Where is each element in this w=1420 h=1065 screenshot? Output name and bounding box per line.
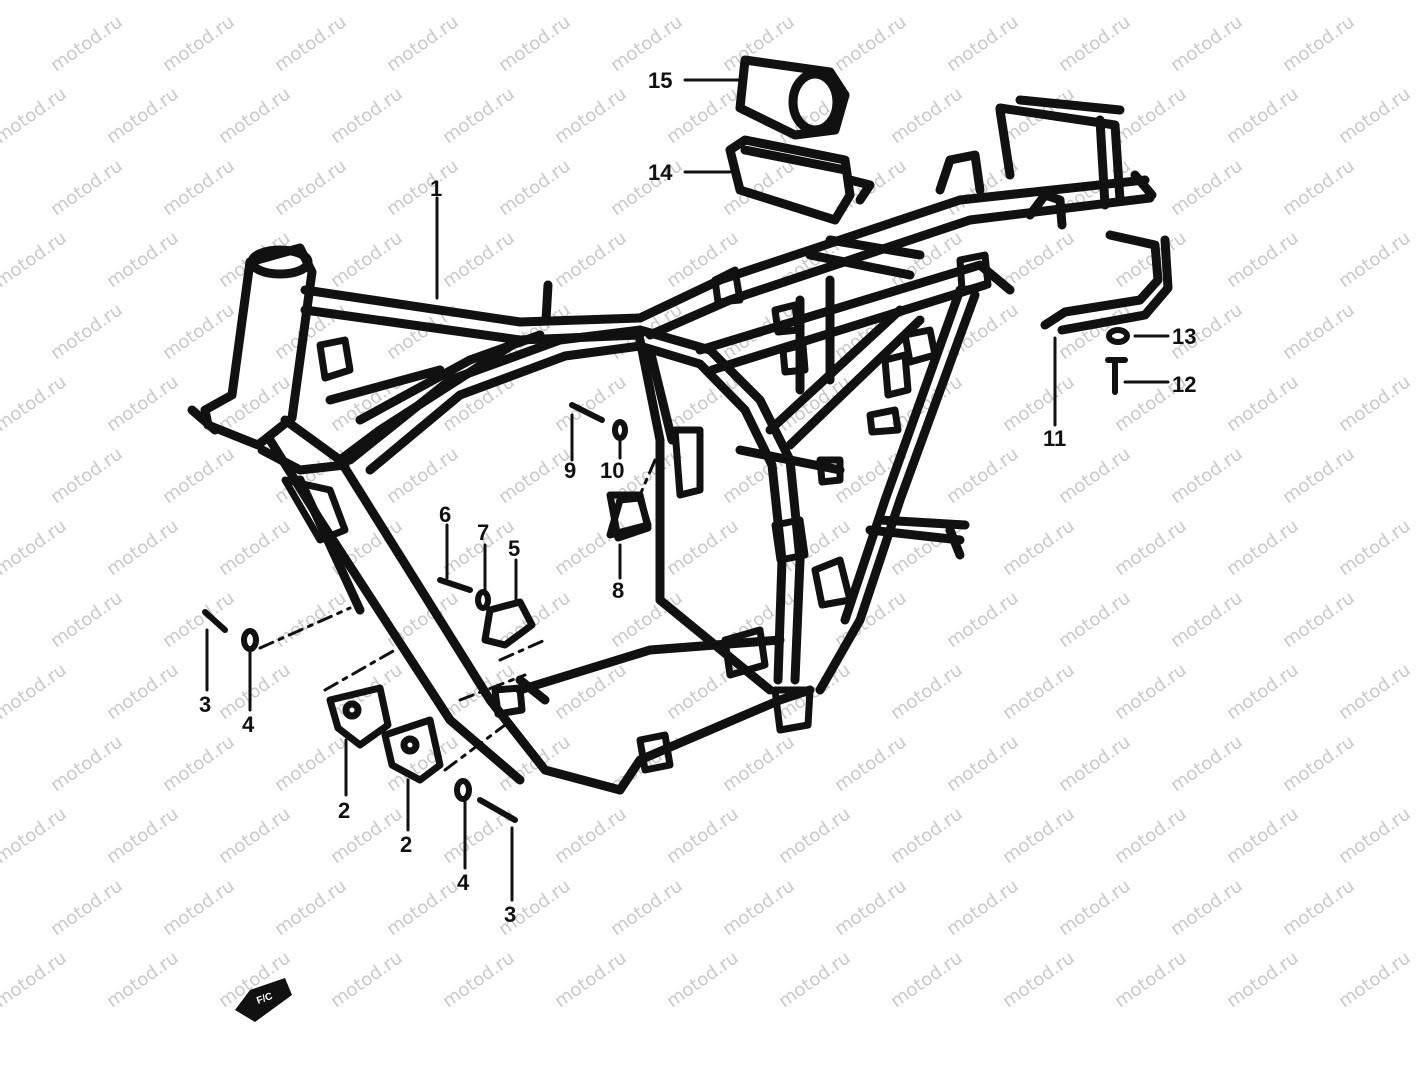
callout-1: 1 [430, 176, 442, 201]
callout-15: 15 [648, 68, 672, 93]
callout-2a: 2 [338, 798, 350, 823]
small-brackets [481, 494, 652, 649]
callout-2b: 2 [400, 832, 412, 857]
leader-dashed [258, 458, 657, 772]
callout-4b: 4 [457, 870, 470, 895]
callout-4a: 4 [242, 712, 255, 737]
callout-14: 14 [648, 160, 673, 185]
callout-3b: 3 [504, 902, 516, 927]
leader-lines [205, 78, 1170, 902]
callout-9: 9 [564, 458, 576, 483]
callout-6: 6 [439, 502, 451, 527]
rear-frame [635, 95, 1157, 695]
rear-bracket [1040, 230, 1173, 335]
callout-labels: 1 15 14 13 12 11 9 10 8 6 7 5 3 4 2 2 4 … [199, 68, 1196, 927]
callout-10: 10 [600, 458, 624, 483]
direction-marker-text: F/C [255, 991, 274, 1007]
front-downtubes [257, 330, 625, 795]
fasteners [202, 327, 1130, 823]
callout-5: 5 [508, 536, 520, 561]
front-arrow-icon: F/C [235, 978, 292, 1022]
callout-8: 8 [612, 578, 624, 603]
tray-cover [735, 55, 850, 140]
steering-head [187, 243, 317, 450]
tool-tray [725, 135, 875, 225]
callout-3a: 3 [199, 692, 211, 717]
callout-7: 7 [477, 520, 489, 545]
callout-12: 12 [1172, 372, 1196, 397]
callout-11: 11 [1043, 426, 1066, 451]
callout-13: 13 [1172, 324, 1196, 349]
engine-mount-plates [326, 684, 444, 784]
